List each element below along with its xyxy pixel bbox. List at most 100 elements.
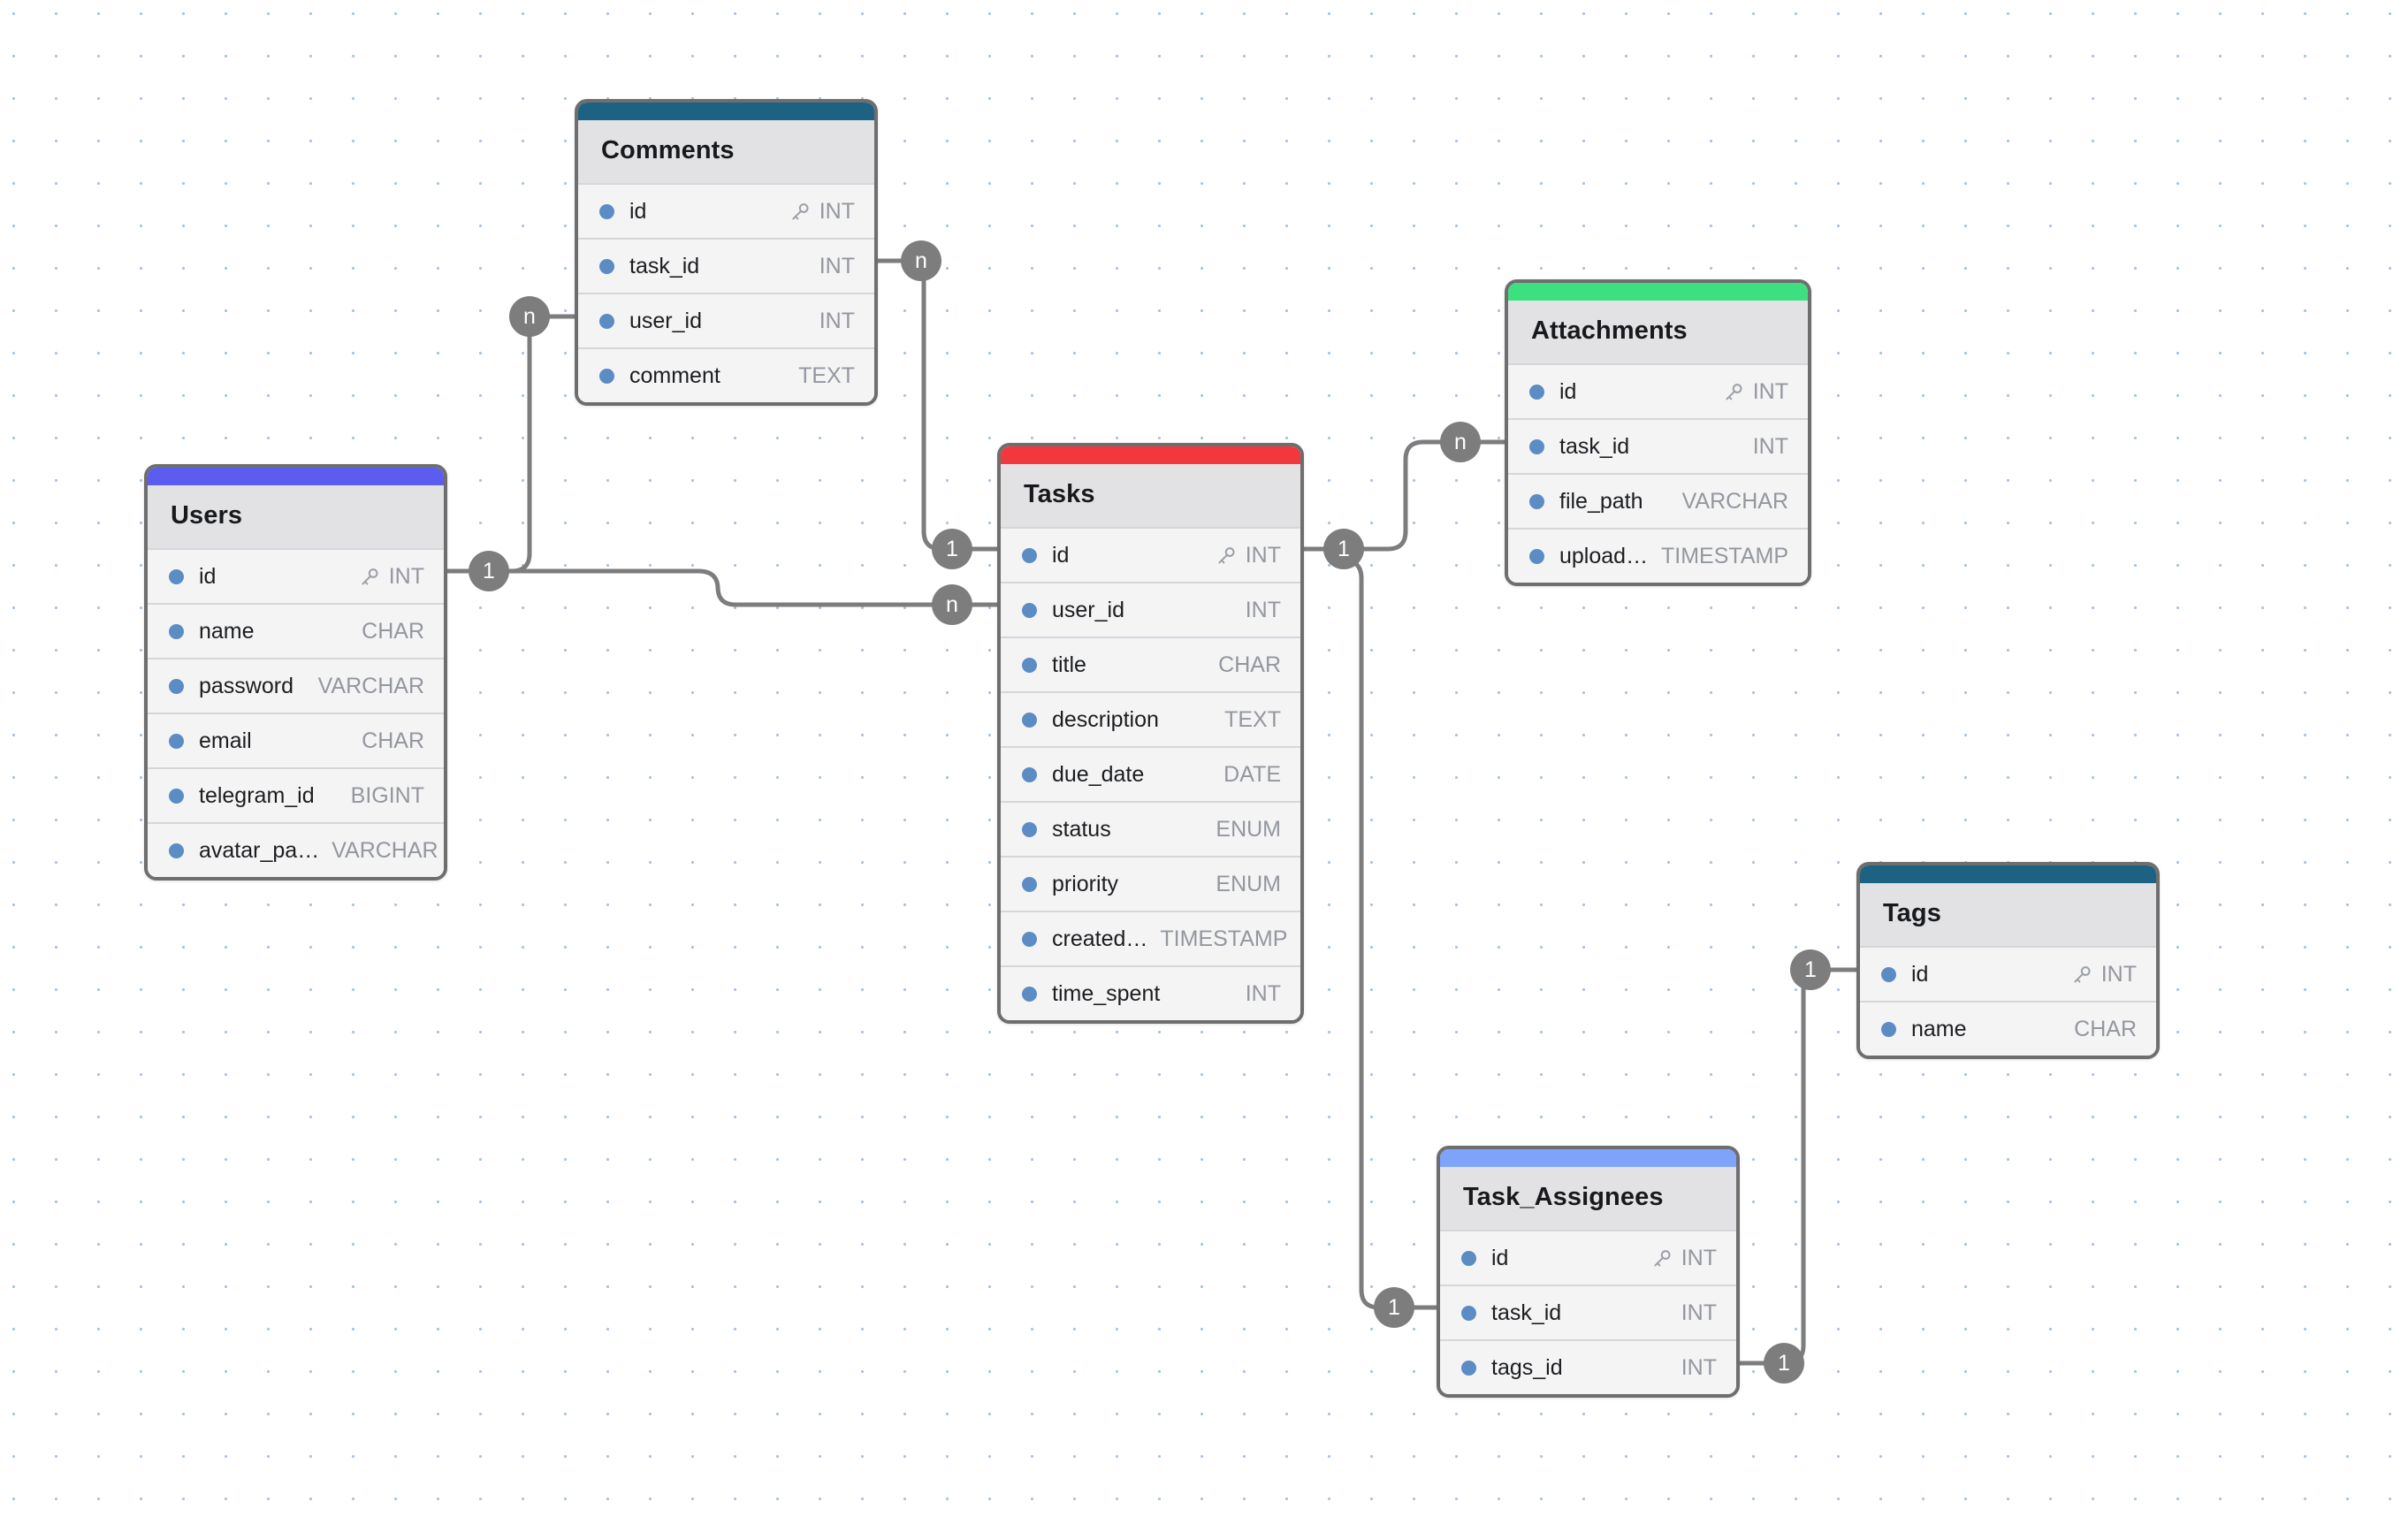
attribute-meta: INT [2071,962,2137,987]
attribute-name: file_path [1559,489,1670,515]
attribute-row[interactable]: idINT [1508,363,1808,418]
attribute-row[interactable]: user_id INT [1001,582,1300,637]
entity-table-tags[interactable]: TagsidINTnameCHAR [1856,862,2160,1059]
cardinality-badge[interactable]: n [1440,422,1481,462]
key-icon [789,201,812,223]
circle-dot-icon [169,569,184,584]
cardinality-badge[interactable]: n [901,240,941,281]
attribute-row[interactable]: task_idINT [1508,418,1808,473]
attribute-row[interactable]: commentTEXT [578,347,874,402]
circle-dot-icon [169,679,184,694]
cardinality-badge[interactable]: 1 [1374,1287,1414,1328]
attribute-row[interactable]: emailCHAR [148,713,444,767]
circle-dot-icon [1022,658,1037,673]
attribute-meta: TIMESTAMP [1160,926,1287,952]
circle-dot-icon [599,369,614,384]
attribute-row[interactable]: created… TIMESTAMP [1001,911,1300,965]
attribute-type: BIGINT [351,783,424,809]
attribute-name: id [629,199,777,225]
attribute-row[interactable]: time_spentINT [1001,965,1300,1020]
relationship-edge-tags-task_assignees[interactable] [1740,970,1856,1363]
attribute-type: INT [1246,598,1281,623]
attribute-type: INT [1681,1246,1717,1271]
attribute-row[interactable]: descriptionTEXT [1001,691,1300,746]
attribute-row[interactable]: idINT [1001,527,1300,582]
circle-dot-icon [1022,932,1037,947]
circle-dot-icon [1529,439,1544,454]
attribute-row[interactable]: due_dateDATE [1001,746,1300,801]
circle-dot-icon [1881,967,1896,982]
attribute-name: comment [629,363,786,389]
cardinality-badge[interactable]: 1 [1790,949,1831,990]
attribute-meta: CHAR [2074,1017,2137,1042]
attribute-meta: CHAR [362,619,424,644]
entity-table-tasks[interactable]: TasksidINT user_id INT titleCHARdescription… [997,443,1304,1024]
circle-dot-icon [1022,767,1037,782]
attribute-row[interactable]: idINT [148,548,444,603]
attribute-row[interactable]: telegram_idBIGINT [148,767,444,822]
attribute-row[interactable]: avatar_pa…VARCHAR [148,822,444,877]
attribute-name: id [1052,543,1203,568]
attribute-name: id [1559,379,1711,405]
cardinality-badge[interactable]: 1 [932,529,972,569]
attribute-type: CHAR [362,728,424,754]
cardinality-badge[interactable]: n [932,584,972,625]
attribute-meta: INT [789,199,855,225]
entity-table-users[interactable]: UsersidINTnameCHARpasswordVARCHARemailCH… [144,464,447,881]
circle-dot-icon [1022,877,1037,892]
attribute-type: CHAR [362,619,424,644]
entity-table-comments[interactable]: CommentsidINTtask_idINTuser_idINTcomment… [575,99,878,406]
relationship-edge-tasks-task_assignees[interactable] [1344,560,1437,1307]
entity-accent-bar [148,468,444,485]
circle-dot-icon [1881,1022,1896,1037]
attribute-name: id [199,564,347,590]
attribute-row[interactable]: nameCHAR [1860,1001,2156,1056]
entity-accent-bar [578,103,874,120]
entity-title: Comments [578,120,874,183]
relationship-edge-users-tasks[interactable] [447,571,997,605]
attribute-row[interactable]: idINT [1440,1230,1736,1285]
attribute-row[interactable]: priorityENUM [1001,856,1300,911]
attribute-name: upload… [1559,544,1649,569]
attribute-name: task_id [1559,434,1741,460]
key-icon [1723,381,1745,403]
attribute-type: INT [2101,962,2137,987]
entity-title: Tasks [1001,464,1300,527]
relationship-edge-comments-tasks[interactable] [878,261,997,549]
attribute-row[interactable]: task_idINT [1440,1285,1736,1339]
attribute-type: ENUM [1216,817,1281,842]
entity-table-attachments[interactable]: AttachmentsidINTtask_idINTfile_pathVARCH… [1505,279,1811,586]
attribute-row[interactable]: idINT [1860,946,2156,1001]
attribute-type: INT [819,199,855,225]
circle-dot-icon [1461,1361,1476,1376]
cardinality-badge[interactable]: 1 [1764,1343,1804,1384]
attribute-row[interactable]: status ENUM [1001,801,1300,856]
attribute-name: name [199,619,349,644]
attribute-row[interactable]: user_idINT [578,293,874,347]
attribute-row[interactable]: passwordVARCHAR [148,658,444,713]
entity-table-task_assignees[interactable]: Task_AssigneesidINTtask_idINTtags_idINT [1437,1146,1740,1398]
attribute-name: status [1052,817,1203,842]
attribute-row[interactable]: id INT [578,183,874,238]
attribute-type: INT [819,309,855,334]
attribute-meta: VARCHAR [318,674,424,699]
attribute-row[interactable]: name CHAR [148,603,444,658]
attribute-name: created… [1052,926,1147,952]
entity-accent-bar [1440,1149,1736,1167]
cardinality-badge[interactable]: 1 [1323,529,1364,569]
attribute-row[interactable]: titleCHAR [1001,637,1300,691]
cardinality-badge[interactable]: n [509,296,550,337]
attribute-row[interactable]: task_idINT [578,238,874,293]
attribute-type: CHAR [2074,1017,2137,1042]
attribute-row[interactable]: file_pathVARCHAR [1508,473,1808,528]
entity-title: Tags [1860,883,2156,946]
attribute-meta: TEXT [1224,707,1281,733]
cardinality-badge[interactable]: 1 [469,551,509,591]
relationship-edge-users-comments[interactable] [447,316,575,571]
attribute-row[interactable]: upload…TIMESTAMP [1508,528,1808,583]
attribute-name: user_id [1052,598,1233,623]
circle-dot-icon [1461,1251,1476,1266]
attribute-meta: CHAR [362,728,424,754]
attribute-row[interactable]: tags_idINT [1440,1339,1736,1394]
